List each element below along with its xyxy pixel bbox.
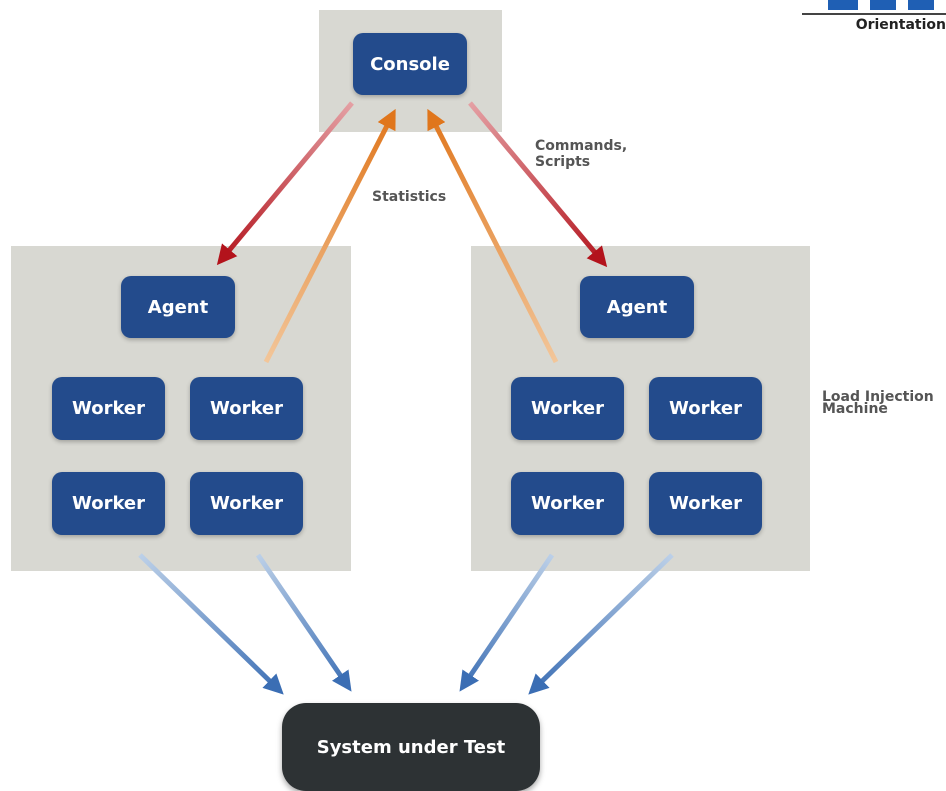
logo-bar-3 [908,0,934,10]
commands-arrow-left [216,101,354,266]
statistics-arrow-right [427,108,559,364]
logo-text: Orientation [855,17,946,33]
commands-label: Commands, Scripts [535,138,627,170]
commands-label-line-2: Scripts [535,154,591,170]
logo-bar-2 [870,0,896,10]
agent-node-right[interactable]: Agent [580,276,694,338]
worker-node-left-1[interactable]: Worker [52,377,165,440]
agent-node-left[interactable]: Agent [121,276,235,338]
load-arrow-4 [528,553,674,695]
load-injection-label-line-1: Load Injection [822,389,934,405]
load-arrow-2 [255,553,352,692]
console-node[interactable]: Console [353,33,467,95]
load-injection-label-line-2: Machine [822,401,888,417]
worker-node-right-2[interactable]: Worker [649,377,762,440]
logo-bar-1 [828,0,858,10]
commands-label-line-1: Commands, [535,138,628,154]
worker-node-left-4[interactable]: Worker [190,472,303,535]
worker-node-right-3[interactable]: Worker [511,472,624,535]
statistics-label: Statistics [372,189,447,205]
load-injection-machine-label: Load Injection Machine [822,389,934,417]
worker-node-left-3[interactable]: Worker [52,472,165,535]
load-arrow-1 [138,553,284,695]
load-arrow-3 [459,553,555,692]
worker-node-right-1[interactable]: Worker [511,377,624,440]
commands-arrow-right [468,101,608,268]
logo-rule [802,13,946,15]
worker-node-right-4[interactable]: Worker [649,472,762,535]
statistics-arrow-left [263,108,396,364]
worker-node-left-2[interactable]: Worker [190,377,303,440]
orientation-logo: Orientation [794,0,946,36]
system-under-test-node[interactable]: System under Test [282,703,540,791]
